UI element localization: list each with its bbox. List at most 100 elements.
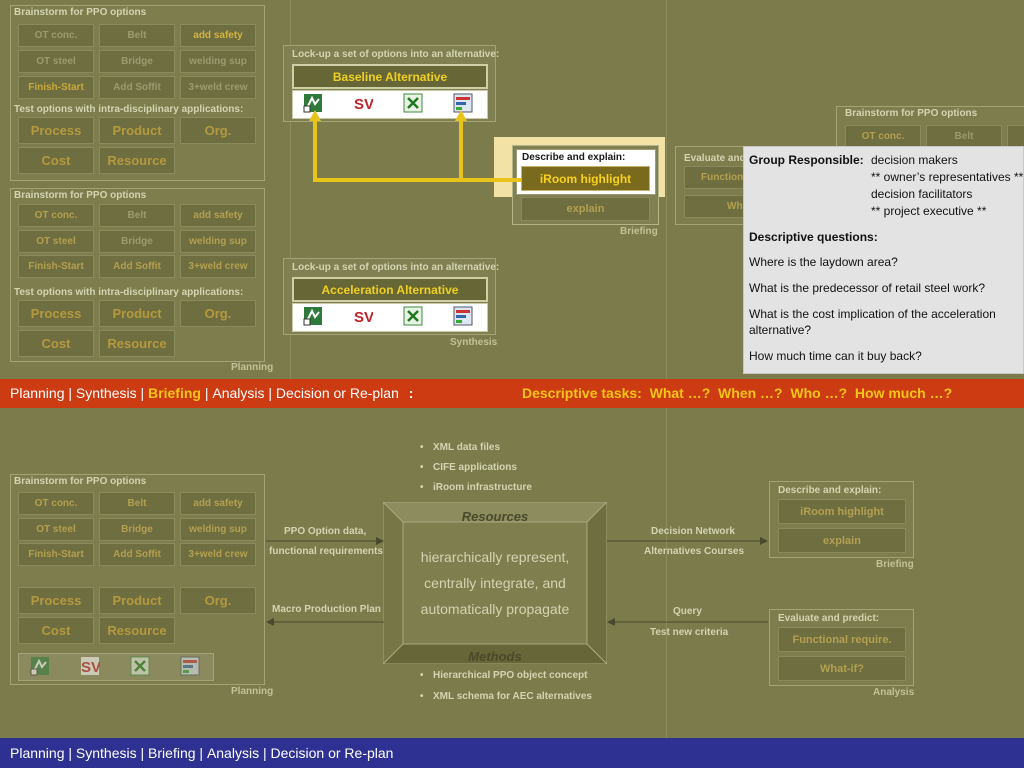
cell-add-safety[interactable]: add safety [180,204,256,227]
cell-3-weld-crew[interactable]: 3+weld crew [180,543,256,566]
synthesis-caption: Synthesis [450,337,498,348]
cell-resource[interactable]: Resource [99,330,175,357]
cell-add-soffit[interactable]: Add Soffit [99,543,175,566]
decision-network-label: Decision Network [651,526,735,537]
cell-3-weld-crew[interactable]: 3+weld crew [180,76,256,99]
cell-belt[interactable]: Belt [99,204,175,227]
cell-ot-steel[interactable]: OT steel [18,50,94,73]
project-icon[interactable] [30,656,50,676]
describe-header: Describe and explain: [522,152,626,163]
test-options-label: Test options with intra-disciplinary app… [14,104,244,115]
stage-briefing[interactable]: Briefing [148,385,201,401]
stage-analysis[interactable]: Analysis [206,745,260,761]
stage-synthesis[interactable]: Synthesis [75,745,137,761]
sv-schedule-icon[interactable]: SV [353,93,373,113]
cell-belt[interactable]: Belt [99,492,175,515]
resources-bullet: CIFE applications [433,462,517,473]
project-icon[interactable] [303,306,323,326]
cell-product[interactable]: Product [99,587,175,614]
acceleration-title[interactable]: Acceleration Alternative [292,277,488,302]
iroom-highlight-button[interactable]: iRoom highlight [778,499,906,524]
cell-resource[interactable]: Resource [99,147,175,174]
cell-bridge[interactable]: Bridge [99,518,175,541]
macro-production-label: Macro Production Plan [272,604,381,615]
stage-analysis[interactable]: Analysis [212,385,265,401]
cell-cost[interactable]: Cost [18,147,94,174]
planning-panel-top: Brainstorm for PPO options OT conc. Belt… [10,5,265,181]
cell-welding-sup[interactable]: welding sup [180,518,256,541]
stage-planning[interactable]: Planning [10,745,65,761]
cell-resource[interactable]: Resource [99,617,175,644]
cell-bridge[interactable]: Bridge [99,50,175,73]
cell-cost[interactable]: Cost [18,330,94,357]
cell-welding-sup[interactable]: welding sup [180,50,256,73]
cell-finish-start[interactable]: Finish-Start [18,543,94,566]
cell-org[interactable]: Org. [180,587,256,614]
what-if-button[interactable]: What-if? [778,656,906,681]
cell-ot-conc[interactable]: OT conc. [18,24,94,47]
cell-org[interactable]: Org. [180,300,256,327]
test-options-label: Test options with intra-disciplinary app… [14,287,244,298]
cell-finish-start[interactable]: Finish-Start [18,255,94,278]
resources-bullet: iRoom infrastructure [433,482,532,493]
stage-synthesis[interactable]: Synthesis [75,385,137,401]
central-box [383,502,607,664]
cell-process[interactable]: Process [18,117,94,144]
cell-ot-steel[interactable]: OT steel [18,230,94,253]
excel-icon[interactable] [403,93,423,113]
stage-decision[interactable]: Decision or Re-plan [270,745,394,761]
explain-button[interactable]: explain [521,197,650,221]
center-line: hierarchically represent, [420,549,570,565]
project-icon[interactable] [303,93,323,113]
chart-tool-icon[interactable] [453,306,473,326]
functional-require-button[interactable]: Functional require. [778,627,906,652]
cell-finish-start[interactable]: Finish-Start [18,76,94,99]
excel-icon[interactable] [403,306,423,326]
cell-bridge[interactable]: Bridge [99,230,175,253]
cell-cost[interactable]: Cost [18,617,94,644]
cell-belt[interactable]: Belt [926,125,1002,148]
cell-ot-conc[interactable]: OT conc. [18,492,94,515]
stage-planning[interactable]: Planning [10,385,65,401]
cell-add-safety[interactable]: add safety [180,492,256,515]
cell-belt[interactable]: Belt [99,24,175,47]
cell-ot-steel[interactable]: OT steel [18,518,94,541]
acceleration-panel: Lock-up a set of options into an alterna… [283,258,500,335]
iroom-highlight-button[interactable]: iRoom highlight [521,166,650,191]
baseline-title[interactable]: Baseline Alternative [292,64,488,89]
chart-tool-icon[interactable] [180,656,200,676]
sep: | [64,385,76,401]
cell-add-safety[interactable]: add safety [180,24,256,47]
sv-schedule-icon[interactable]: SV [80,656,100,676]
cell-add-soffit[interactable]: Add Soffit [99,76,175,99]
explain-button[interactable]: explain [778,528,906,553]
ppo-option-label: PPO Option data, [284,526,367,537]
sep: | [259,745,271,761]
sep: | [195,745,207,761]
sv-schedule-icon[interactable]: SV [353,306,373,326]
sep: | [136,745,149,761]
group-responsible-popup: Group Responsible: decision makers ** ow… [743,146,1024,374]
cell-process[interactable]: Process [18,587,94,614]
cell-product[interactable]: Product [99,300,175,327]
describe-panel-bottom: Describe and explain: iRoom highlight ex… [769,481,914,558]
cell-add-soffit[interactable]: Add Soffit [99,255,175,278]
planning-panel-bottom: Brainstorm for PPO options OT conc. Belt… [10,474,265,685]
cell-welding-sup[interactable]: welding sup [180,230,256,253]
lockup-header: Lock-up a set of options into an alterna… [292,262,500,273]
bullet-dot: • [420,462,424,473]
cell-ot-conc[interactable]: OT conc. [845,125,921,148]
cell-process[interactable]: Process [18,300,94,327]
cell-partial[interactable] [1007,125,1024,148]
excel-icon[interactable] [130,656,150,676]
stage-decision[interactable]: Decision or Re-plan [275,385,399,401]
cell-ot-conc[interactable]: OT conc. [18,204,94,227]
describe-panel: Describe and explain: iRoom highlight ex… [512,145,659,225]
cell-org[interactable]: Org. [180,117,256,144]
stage-bar-bottom: Planning | Synthesis | Briefing | Analys… [0,738,1024,768]
panel-header: Brainstorm for PPO options [14,190,147,201]
cell-product[interactable]: Product [99,117,175,144]
chart-tool-icon[interactable] [453,93,473,113]
cell-3-weld-crew[interactable]: 3+weld crew [180,255,256,278]
stage-briefing[interactable]: Briefing [148,745,196,761]
